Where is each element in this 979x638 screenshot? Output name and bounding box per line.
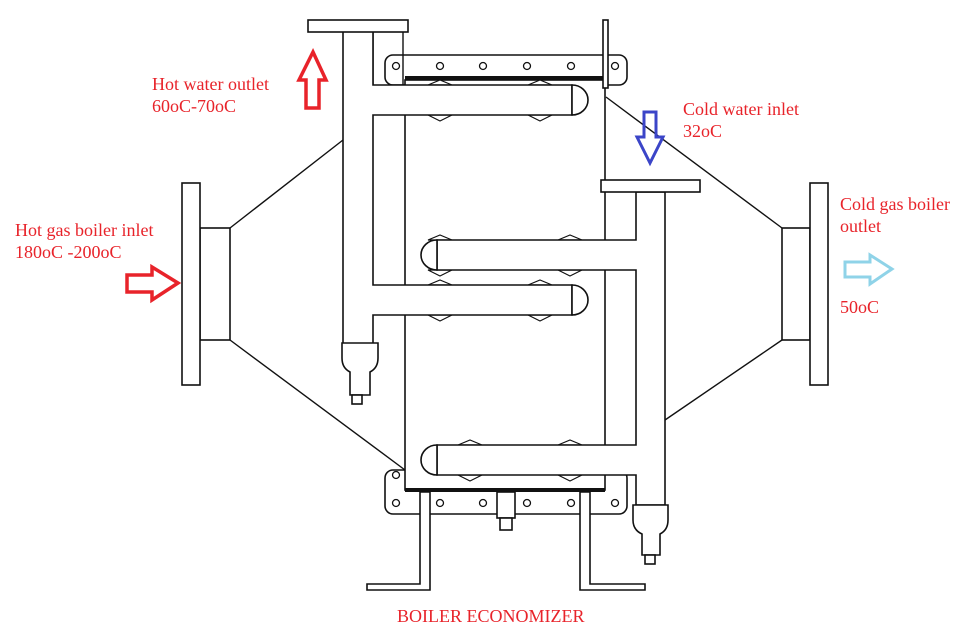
cold-water-inlet-label: Cold water inlet: [683, 99, 799, 119]
cold-gas-outlet-temp: 50oC: [840, 297, 880, 317]
cold-gas-outlet-label-1: Cold gas boiler: [840, 194, 950, 214]
hot-water-header: [307, 19, 589, 405]
cold-water-inlet-temp: 32oC: [683, 121, 723, 141]
hot-water-out-arrow-icon: [296, 47, 329, 110]
tube-fins: [427, 79, 583, 482]
support-legs: [366, 491, 646, 591]
cold-water-in-arrow-icon: [634, 110, 666, 167]
cold-gas-out-arrow-icon: [843, 252, 895, 287]
top-plate: [384, 54, 628, 86]
hot-gas-inlet-temp: 180oC -200oC: [15, 242, 122, 262]
cold-gas-outlet-label-2: outlet: [840, 216, 881, 236]
gas-inlet-flange: [181, 182, 231, 386]
bracket: [602, 19, 609, 89]
hot-water-outlet-label: Hot water outlet: [152, 74, 269, 94]
cold-water-header: [420, 179, 701, 565]
gas-duct-cones: [229, 96, 783, 471]
drain-fitting: [496, 491, 516, 531]
diagram-title: BOILER ECONOMIZER: [397, 606, 585, 626]
hot-water-outlet-temp: 60oC-70oC: [152, 96, 237, 116]
hot-gas-in-arrow-icon: [125, 263, 182, 304]
hot-gas-inlet-label: Hot gas boiler inlet: [15, 220, 154, 240]
gas-outlet-flange: [781, 182, 829, 386]
